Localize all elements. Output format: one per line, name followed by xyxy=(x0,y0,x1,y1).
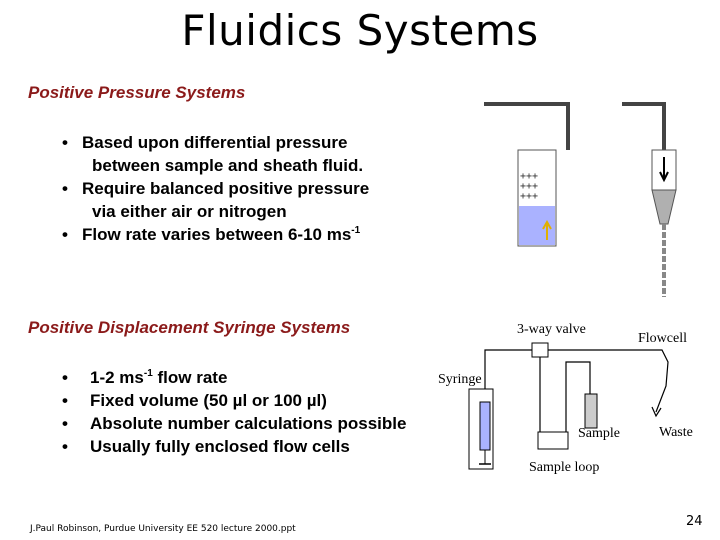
syringe-systems-heading: Positive Displacement Syringe Systems xyxy=(28,318,351,337)
bullet-text: 1-2 ms xyxy=(90,368,144,387)
sheath-line xyxy=(622,102,666,150)
footer-citation: J.Paul Robinson, Purdue University EE 52… xyxy=(30,524,296,534)
bullet-text: Fixed volume (50 µl or 100 µl) xyxy=(90,391,327,410)
page-number: 24 xyxy=(686,514,703,529)
bullet-text-continued: between sample and sheath fluid. xyxy=(92,156,364,175)
bullet-text: Require balanced positive pressure xyxy=(82,179,370,198)
svg-text:+++: +++ xyxy=(520,171,538,182)
bullet-text-tail: flow rate xyxy=(152,368,228,387)
flowcell-line xyxy=(548,349,669,413)
bullet-item: Require balanced positive pressure via e… xyxy=(54,177,369,223)
syringe-line xyxy=(484,349,532,392)
bullet-text: Usually fully enclosed flow cells xyxy=(90,437,350,456)
bullet-item: 1-2 ms-1 flow rate xyxy=(62,366,406,389)
syringe-label: Syringe xyxy=(438,372,482,387)
pressure-system-diagram: +++ +++ +++ xyxy=(484,102,677,297)
syringe-barrel xyxy=(479,401,491,451)
three-way-valve-label: 3-way valve xyxy=(517,322,586,337)
pressure-plus-signs: +++ +++ +++ xyxy=(520,171,538,202)
sample-tube xyxy=(584,393,598,429)
bullet-item: Fixed volume (50 µl or 100 µl) xyxy=(62,389,406,412)
bullet-item: Flow rate varies between 6-10 ms-1 xyxy=(54,223,369,246)
svg-text:+++: +++ xyxy=(520,191,538,202)
bullet-text: Flow rate varies between 6-10 ms xyxy=(82,225,352,244)
superscript: -1 xyxy=(143,368,153,379)
pressure-line xyxy=(484,102,570,150)
flowcell-label: Flowcell xyxy=(638,331,687,346)
three-way-valve xyxy=(531,342,549,358)
syringe-system-diagram xyxy=(468,342,669,470)
slide-title: Fluidics Systems xyxy=(181,6,539,55)
sample-arrow-icon xyxy=(542,219,552,240)
superscript: -1 xyxy=(351,225,361,236)
bullet-text-continued: via either air or nitrogen xyxy=(92,202,287,221)
positive-pressure-heading: Positive Pressure Systems xyxy=(28,83,246,102)
positive-pressure-bullets: Based upon differential pressure between… xyxy=(54,131,369,246)
sample-label: Sample xyxy=(578,426,620,441)
bullet-item: Absolute number calculations possible xyxy=(62,412,406,435)
waste-arrow-icon xyxy=(651,406,662,418)
waste-label: Waste xyxy=(659,425,693,440)
bullet-item: Usually fully enclosed flow cells xyxy=(62,435,406,458)
svg-text:+++: +++ xyxy=(520,181,538,192)
syringe-systems-bullets: 1-2 ms-1 flow rate Fixed volume (50 µl o… xyxy=(62,366,406,458)
sample-loop-label: Sample loop xyxy=(529,460,600,475)
flowcell-cone xyxy=(651,189,677,225)
bullet-text: Absolute number calculations possible xyxy=(90,414,407,433)
down-arrow-icon xyxy=(659,157,669,183)
sample-loop-box xyxy=(537,431,569,450)
bullet-item: Based upon differential pressure between… xyxy=(54,131,369,177)
bullet-text: Based upon differential pressure xyxy=(82,133,348,152)
